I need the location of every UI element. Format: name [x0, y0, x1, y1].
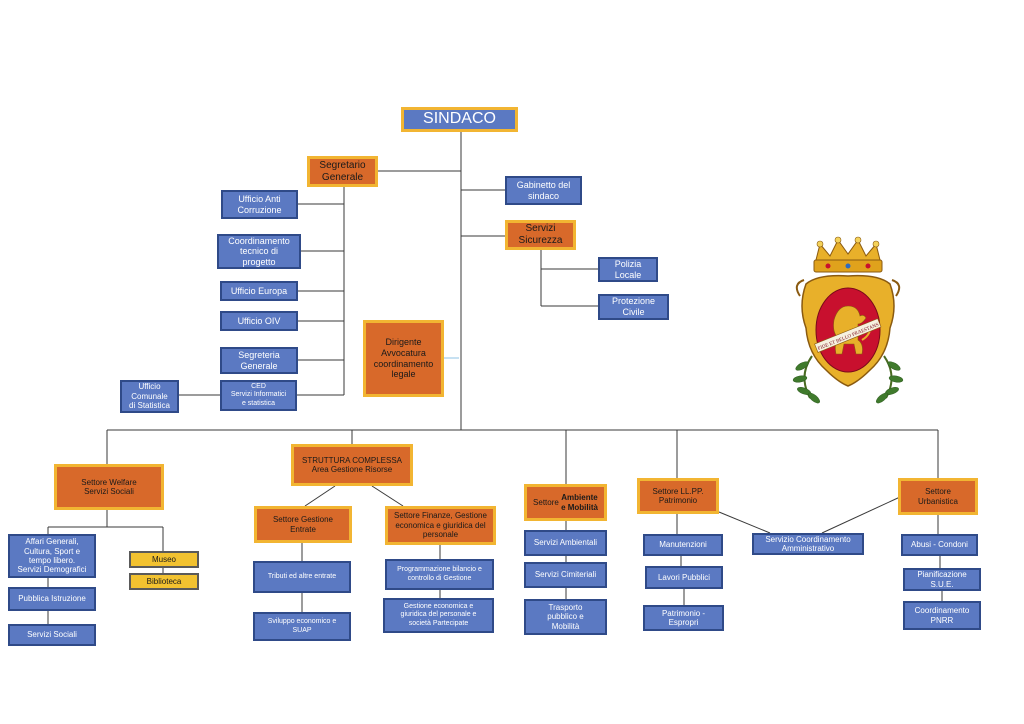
crown	[813, 236, 883, 273]
patrimonio-espropri-box: Patrimonio - Espropri	[643, 605, 724, 631]
gestione-economica-box: Gestione economica e giuridica del perso…	[383, 598, 494, 633]
laurel-branches	[792, 355, 904, 404]
sindaco-box: SINDACO	[401, 107, 518, 132]
biblioteca-box: Biblioteca	[129, 573, 199, 590]
polizia-locale-box: Polizia Locale	[598, 257, 658, 282]
ufficio-oiv-box: Ufficio OIV	[220, 311, 298, 331]
pianificazione-sue-box: Pianificazione S.U.E.	[903, 568, 981, 591]
servizi-sicurezza-box: Servizi Sicurezza	[505, 220, 576, 250]
manutenzioni-box: Manutenzioni	[643, 534, 723, 556]
affari-generali-box: Affari Generali, Cultura, Sport e tempo …	[8, 534, 96, 578]
sviluppo-economico-box: Sviluppo economico e SUAP	[253, 612, 351, 641]
coat-of-arms-emblem: FIDE ET BELLO PRAESTANS	[792, 236, 904, 404]
servizi-cimiteriali-box: Servizi Cimiteriali	[524, 562, 607, 588]
settore-ambiente-prefix: Settore	[533, 497, 562, 507]
settore-ambiente-box: Settore Ambiente e Mobilità	[524, 484, 607, 521]
gabinetto-sindaco-box: Gabinetto del sindaco	[505, 176, 582, 205]
segreteria-generale-box: Segreteria Generale	[220, 347, 298, 374]
protezione-civile-box: Protezione Civile	[598, 294, 669, 320]
settore-welfare-box: Settore Welfare Servizi Sociali	[54, 464, 164, 510]
trasporto-pubblico-box: Trasporto pubblico e Mobilità	[524, 599, 607, 635]
servizio-coordinamento-box: Servizio Coordinamento Amministrativo	[752, 533, 864, 555]
pubblica-istruzione-box: Pubblica Istruzione	[8, 587, 96, 611]
programmazione-bilancio-box: Programmazione bilancio e controllo di G…	[385, 559, 494, 590]
coordinamento-tecnico-box: Coordinamento tecnico di progetto	[217, 234, 301, 269]
ufficio-europa-box: Ufficio Europa	[220, 281, 298, 301]
servizi-sociali-box: Servizi Sociali	[8, 624, 96, 646]
settore-finanze-box: Settore Finanze, Gestione economica e gi…	[385, 506, 496, 545]
segretario-generale-box: Segretario Generale	[307, 156, 378, 187]
tributi-box: Tributi ed altre entrate	[253, 561, 351, 593]
ced-box: CED Servizi Informatici e statistica	[220, 380, 297, 411]
struttura-complessa-box: STRUTTURA COMPLESSA Area Gestione Risors…	[291, 444, 413, 486]
lavori-pubblici-box: Lavori Pubblici	[645, 566, 723, 589]
settore-urbanistica-box: Settore Urbanistica	[898, 478, 978, 515]
museo-box: Museo	[129, 551, 199, 568]
abusi-condoni-box: Abusi - Condoni	[901, 534, 978, 556]
settore-ambiente-bold: Ambiente e Mobilità	[561, 493, 598, 512]
settore-llpp-box: Settore LL.PP. Patrimonio	[637, 478, 719, 514]
servizi-ambientali-box: Servizi Ambientali	[524, 530, 607, 556]
dirigente-avvocatura-box: Dirigente Avvocatura coordinamento legal…	[363, 320, 444, 397]
coordinamento-pnrr-box: Coordinamento PNRR	[903, 601, 981, 630]
settore-gestione-entrate-box: Settore Gestione Entrate	[254, 506, 352, 543]
ufficio-anti-corruzione-box: Ufficio Anti Corruzione	[221, 190, 298, 219]
motto-ribbon	[814, 318, 882, 353]
ufficio-statistica-box: Ufficio Comunale di Statistica	[120, 380, 179, 413]
